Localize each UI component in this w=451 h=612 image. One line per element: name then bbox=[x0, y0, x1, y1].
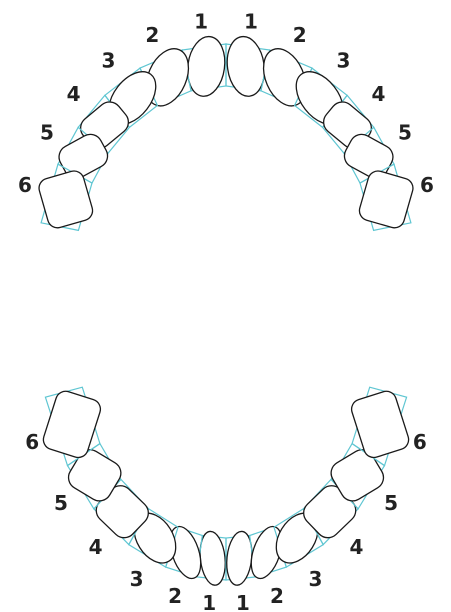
lower_arch-left-tooth-6 bbox=[41, 389, 103, 460]
upper_arch-left-label-1: 1 bbox=[194, 10, 208, 34]
lower_arch-left-label-5: 5 bbox=[54, 491, 68, 515]
lower_arch-left-label-6: 6 bbox=[25, 430, 39, 454]
lower_arch-left-label-4: 4 bbox=[89, 535, 103, 559]
upper_arch-right-label-4: 4 bbox=[371, 82, 385, 106]
lower_arch-left-label-2: 2 bbox=[168, 584, 182, 608]
upper_arch-right-label-5: 5 bbox=[398, 120, 412, 144]
upper_arch-left-label-4: 4 bbox=[67, 82, 81, 106]
lower_arch-right-label-5: 5 bbox=[384, 491, 398, 515]
lower_arch-right-label-2: 2 bbox=[270, 584, 284, 608]
lower_arch-left-label-1: 1 bbox=[202, 591, 216, 612]
upper_arch-left-label-5: 5 bbox=[40, 120, 54, 144]
lower_arch-right-label-6: 6 bbox=[413, 430, 427, 454]
upper_arch-left-label-2: 2 bbox=[145, 23, 159, 47]
upper_arch-right-label-3: 3 bbox=[337, 49, 351, 73]
lower_arch-right-label-3: 3 bbox=[308, 567, 322, 591]
upper_arch-right-label-1: 1 bbox=[244, 10, 258, 34]
lower_arch-left-label-3: 3 bbox=[130, 567, 144, 591]
upper_arch-right-label-2: 2 bbox=[293, 23, 307, 47]
lower_arch-right-label-4: 4 bbox=[349, 535, 363, 559]
lower_arch-right-tooth-6 bbox=[349, 389, 411, 460]
upper_arch-left-label-3: 3 bbox=[102, 49, 116, 73]
upper_arch-left-label-6: 6 bbox=[18, 173, 32, 197]
lower_arch-right-label-1: 1 bbox=[236, 591, 250, 612]
upper_arch-left-tooth-6 bbox=[37, 169, 95, 231]
upper_arch-right-label-6: 6 bbox=[420, 173, 434, 197]
upper_arch-right-tooth-6 bbox=[357, 169, 415, 231]
